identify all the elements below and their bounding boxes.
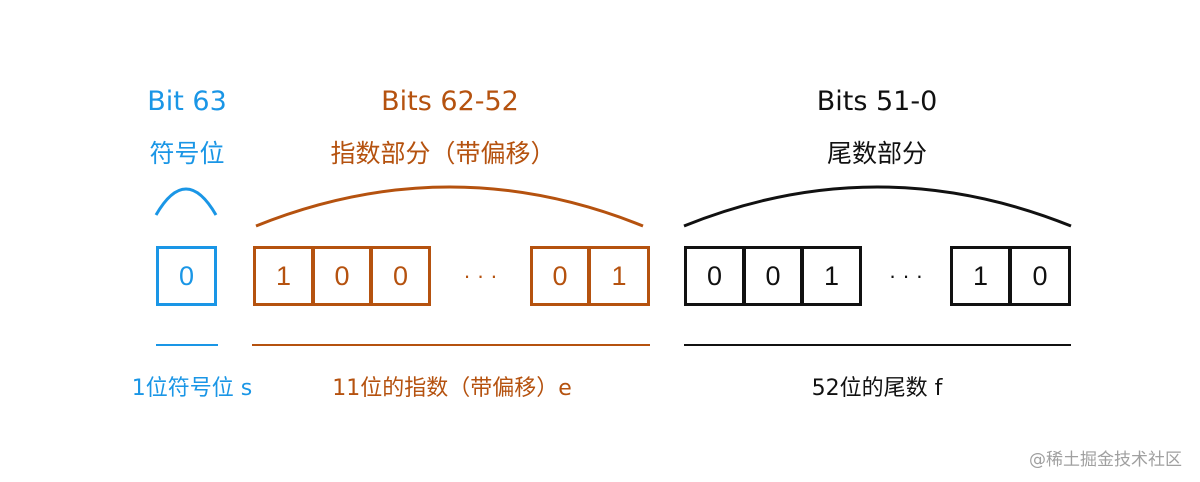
exponent-arc <box>255 185 644 228</box>
exponent-bit-cell: 0 <box>530 246 590 306</box>
exponent-bit-cell: 1 <box>588 246 650 306</box>
sign-caption: 1位符号位 s <box>131 376 253 401</box>
sign-bit-cell: 0 <box>156 246 217 306</box>
mantissa-subtitle: 尾数部分 <box>826 139 928 168</box>
sign-subtitle: 符号位 <box>149 139 225 168</box>
sign-arc <box>154 187 218 216</box>
watermark: @稀土掘金技术社区 <box>1029 450 1182 470</box>
exponent-bit-cell: 1 <box>253 246 314 306</box>
mantissa-bit-cell: 0 <box>684 246 745 306</box>
mantissa-bit-cell: 1 <box>950 246 1011 306</box>
mantissa-ellipsis: · · · <box>888 263 924 288</box>
mantissa-bit-cell: 1 <box>801 246 862 306</box>
exponent-ellipsis: · · · <box>463 263 498 288</box>
exponent-bit-cell: 0 <box>312 246 372 306</box>
mantissa-arc <box>683 185 1072 228</box>
exponent-title: Bits 62-52 <box>381 86 519 117</box>
mantissa-bit-cell: 0 <box>1009 246 1071 306</box>
mantissa-title: Bits 51-0 <box>816 86 938 117</box>
exponent-subtitle: 指数部分（带偏移） <box>330 139 556 168</box>
sign-title: Bit 63 <box>147 86 227 117</box>
mantissa-caption: 52位的尾数 f <box>811 376 943 401</box>
exponent-caption: 11位的指数（带偏移）e <box>332 376 572 401</box>
mantissa-bit-cell: 0 <box>743 246 803 306</box>
exponent-bit-cell: 0 <box>370 246 431 306</box>
